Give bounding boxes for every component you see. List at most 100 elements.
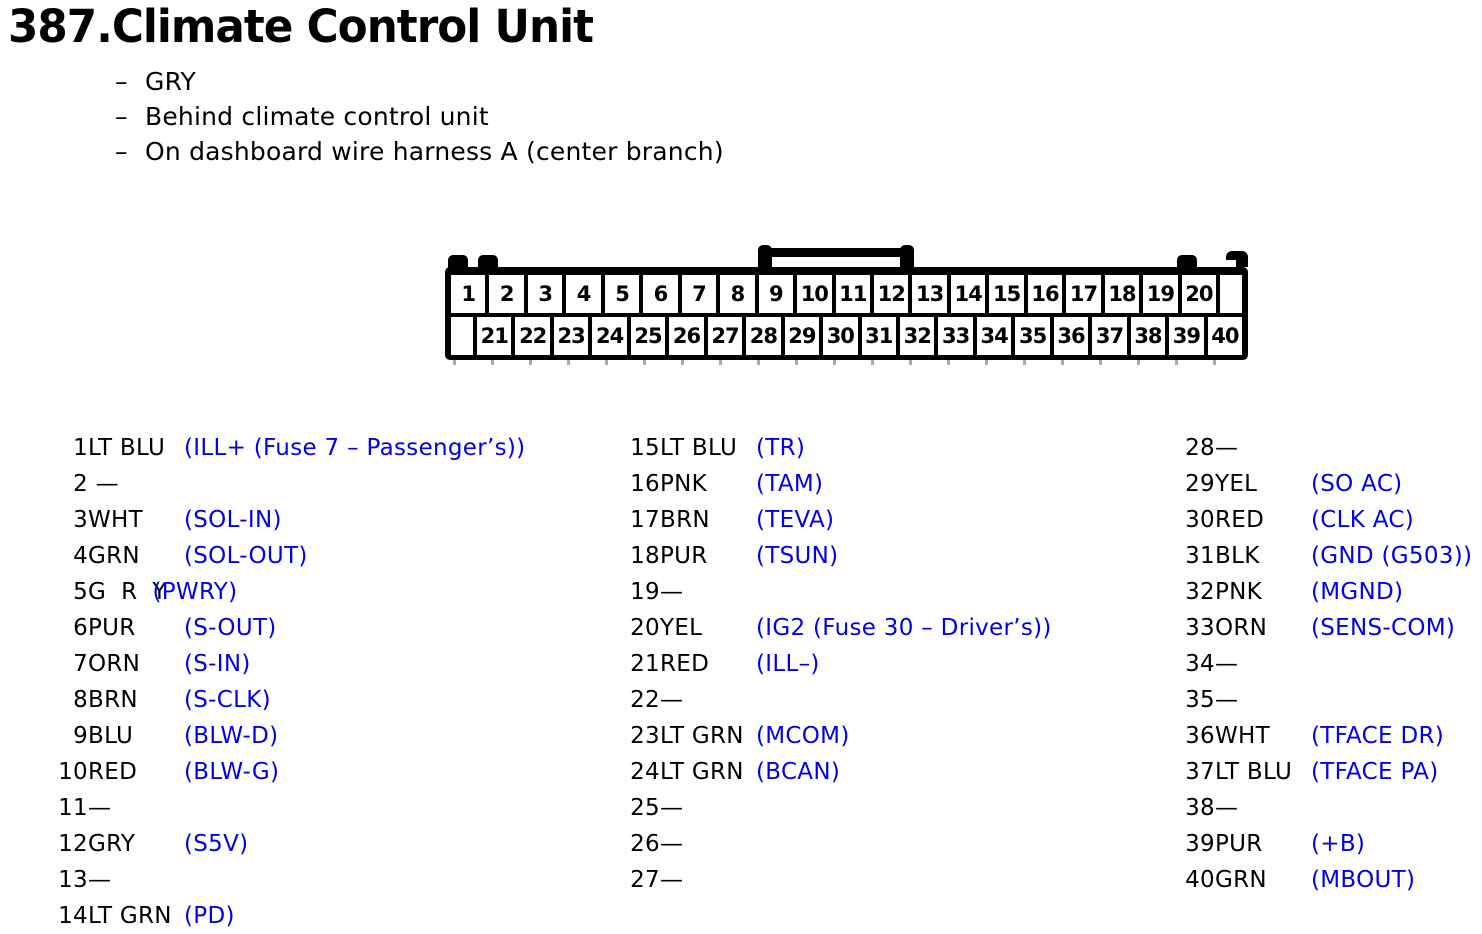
connector-pin-18: 18 [1104, 275, 1140, 313]
pin-signal: (TSUN) [756, 543, 839, 569]
pin-number: 38 [1185, 795, 1215, 821]
pin-number: 23 [630, 723, 660, 749]
pin-number: 31 [1185, 543, 1215, 569]
pin-number: 4 [73, 543, 88, 569]
pin-number: 16 [630, 471, 660, 497]
connector-pin-32: 32 [899, 317, 935, 355]
pin-wire-color: LT GRN [660, 759, 744, 785]
connector-pin-9: 9 [758, 275, 794, 313]
connector-latch-bar [765, 248, 907, 257]
connector-pin-8: 8 [720, 275, 755, 313]
note-text: GRY [145, 67, 197, 96]
pin-wire-color: ORN [88, 651, 141, 677]
note-item: –Behind climate control unit [115, 99, 724, 134]
connector-pin-6: 6 [643, 275, 678, 313]
pin-row-28: 28— [1185, 430, 1472, 466]
note-dash: – [115, 137, 128, 166]
connector-pin-21: 21 [477, 317, 512, 355]
pin-number: 40 [1185, 867, 1215, 893]
pin-number: 37 [1185, 759, 1215, 785]
pin-number: 1 [73, 435, 88, 461]
connector-pin-7: 7 [681, 275, 717, 313]
connector-tab-right [1177, 255, 1197, 269]
connector-pin-34: 34 [976, 317, 1012, 355]
pin-row-38: 38— [1185, 790, 1472, 826]
pin-row-34: 34— [1185, 646, 1472, 682]
pin-wire-color: WHT [1215, 723, 1270, 749]
pin-signal: (TAM) [756, 471, 824, 497]
connector-pin-30: 30 [823, 317, 858, 355]
note-dash: – [115, 102, 128, 131]
pin-number: 33 [1185, 615, 1215, 641]
connector-tab-left-1 [448, 255, 468, 269]
connector-pin-10: 10 [797, 275, 832, 313]
pin-row-26: 26— [630, 826, 1052, 862]
connector-ticks [453, 360, 1240, 365]
connector-pin-4: 4 [566, 275, 601, 313]
pin-row-13: 13— [58, 862, 525, 898]
connector-pin-5: 5 [604, 275, 640, 313]
pin-wire-color: ORN [1215, 615, 1268, 641]
pin-wire-color: — [660, 867, 684, 893]
pin-number: 34 [1185, 651, 1215, 677]
connector-pin-29: 29 [784, 317, 820, 355]
pin-signal: (BLW-G) [184, 759, 280, 785]
pin-number: 29 [1185, 471, 1215, 497]
connector-pin-11: 11 [835, 275, 870, 313]
pin-wire-color: LT GRN [88, 903, 172, 929]
pin-wire-color: — [1215, 795, 1239, 821]
pin-row-19: 19— [630, 574, 1052, 610]
pin-signal: (TFACE PA) [1311, 759, 1439, 785]
pin-number: 21 [630, 651, 660, 677]
pin-number: 8 [73, 687, 88, 713]
pin-row-22: 22— [630, 682, 1052, 718]
pin-row-25: 25— [630, 790, 1052, 826]
connector-pin-27: 27 [707, 317, 743, 355]
connector-pin-3: 3 [527, 275, 563, 313]
pin-wire-color: — [1215, 435, 1239, 461]
pin-number: 19 [630, 579, 660, 605]
connector-corner-hook [1226, 251, 1248, 267]
connector-pin-26: 26 [669, 317, 704, 355]
connector-pin-20: 20 [1181, 275, 1217, 313]
connector-pin-38: 38 [1130, 317, 1166, 355]
note-text: On dashboard wire harness A (center bran… [145, 137, 724, 166]
pin-number: 6 [73, 615, 88, 641]
pin-number: 2 [73, 471, 88, 497]
pin-signal: (TR) [756, 435, 806, 461]
connector-blank-slot-top [1220, 275, 1243, 313]
connector-pin-23: 23 [553, 317, 589, 355]
pin-wire-color: — [1215, 651, 1239, 677]
connector-pin-39: 39 [1169, 317, 1204, 355]
pin-number: 28 [1185, 435, 1215, 461]
pin-signal: (SOL-OUT) [184, 543, 308, 569]
connector-tab-left-2 [478, 255, 498, 269]
pin-wire-color: YEL [1215, 471, 1258, 497]
pin-number: 15 [630, 435, 660, 461]
connector-pin-37: 37 [1092, 317, 1127, 355]
connector-pin-28: 28 [746, 317, 781, 355]
pin-number: 27 [630, 867, 660, 893]
pin-number: 13 [58, 867, 88, 893]
pin-wire-color: — [660, 687, 684, 713]
connector-pin-15: 15 [989, 275, 1024, 313]
note-item: –On dashboard wire harness A (center bra… [115, 134, 724, 169]
